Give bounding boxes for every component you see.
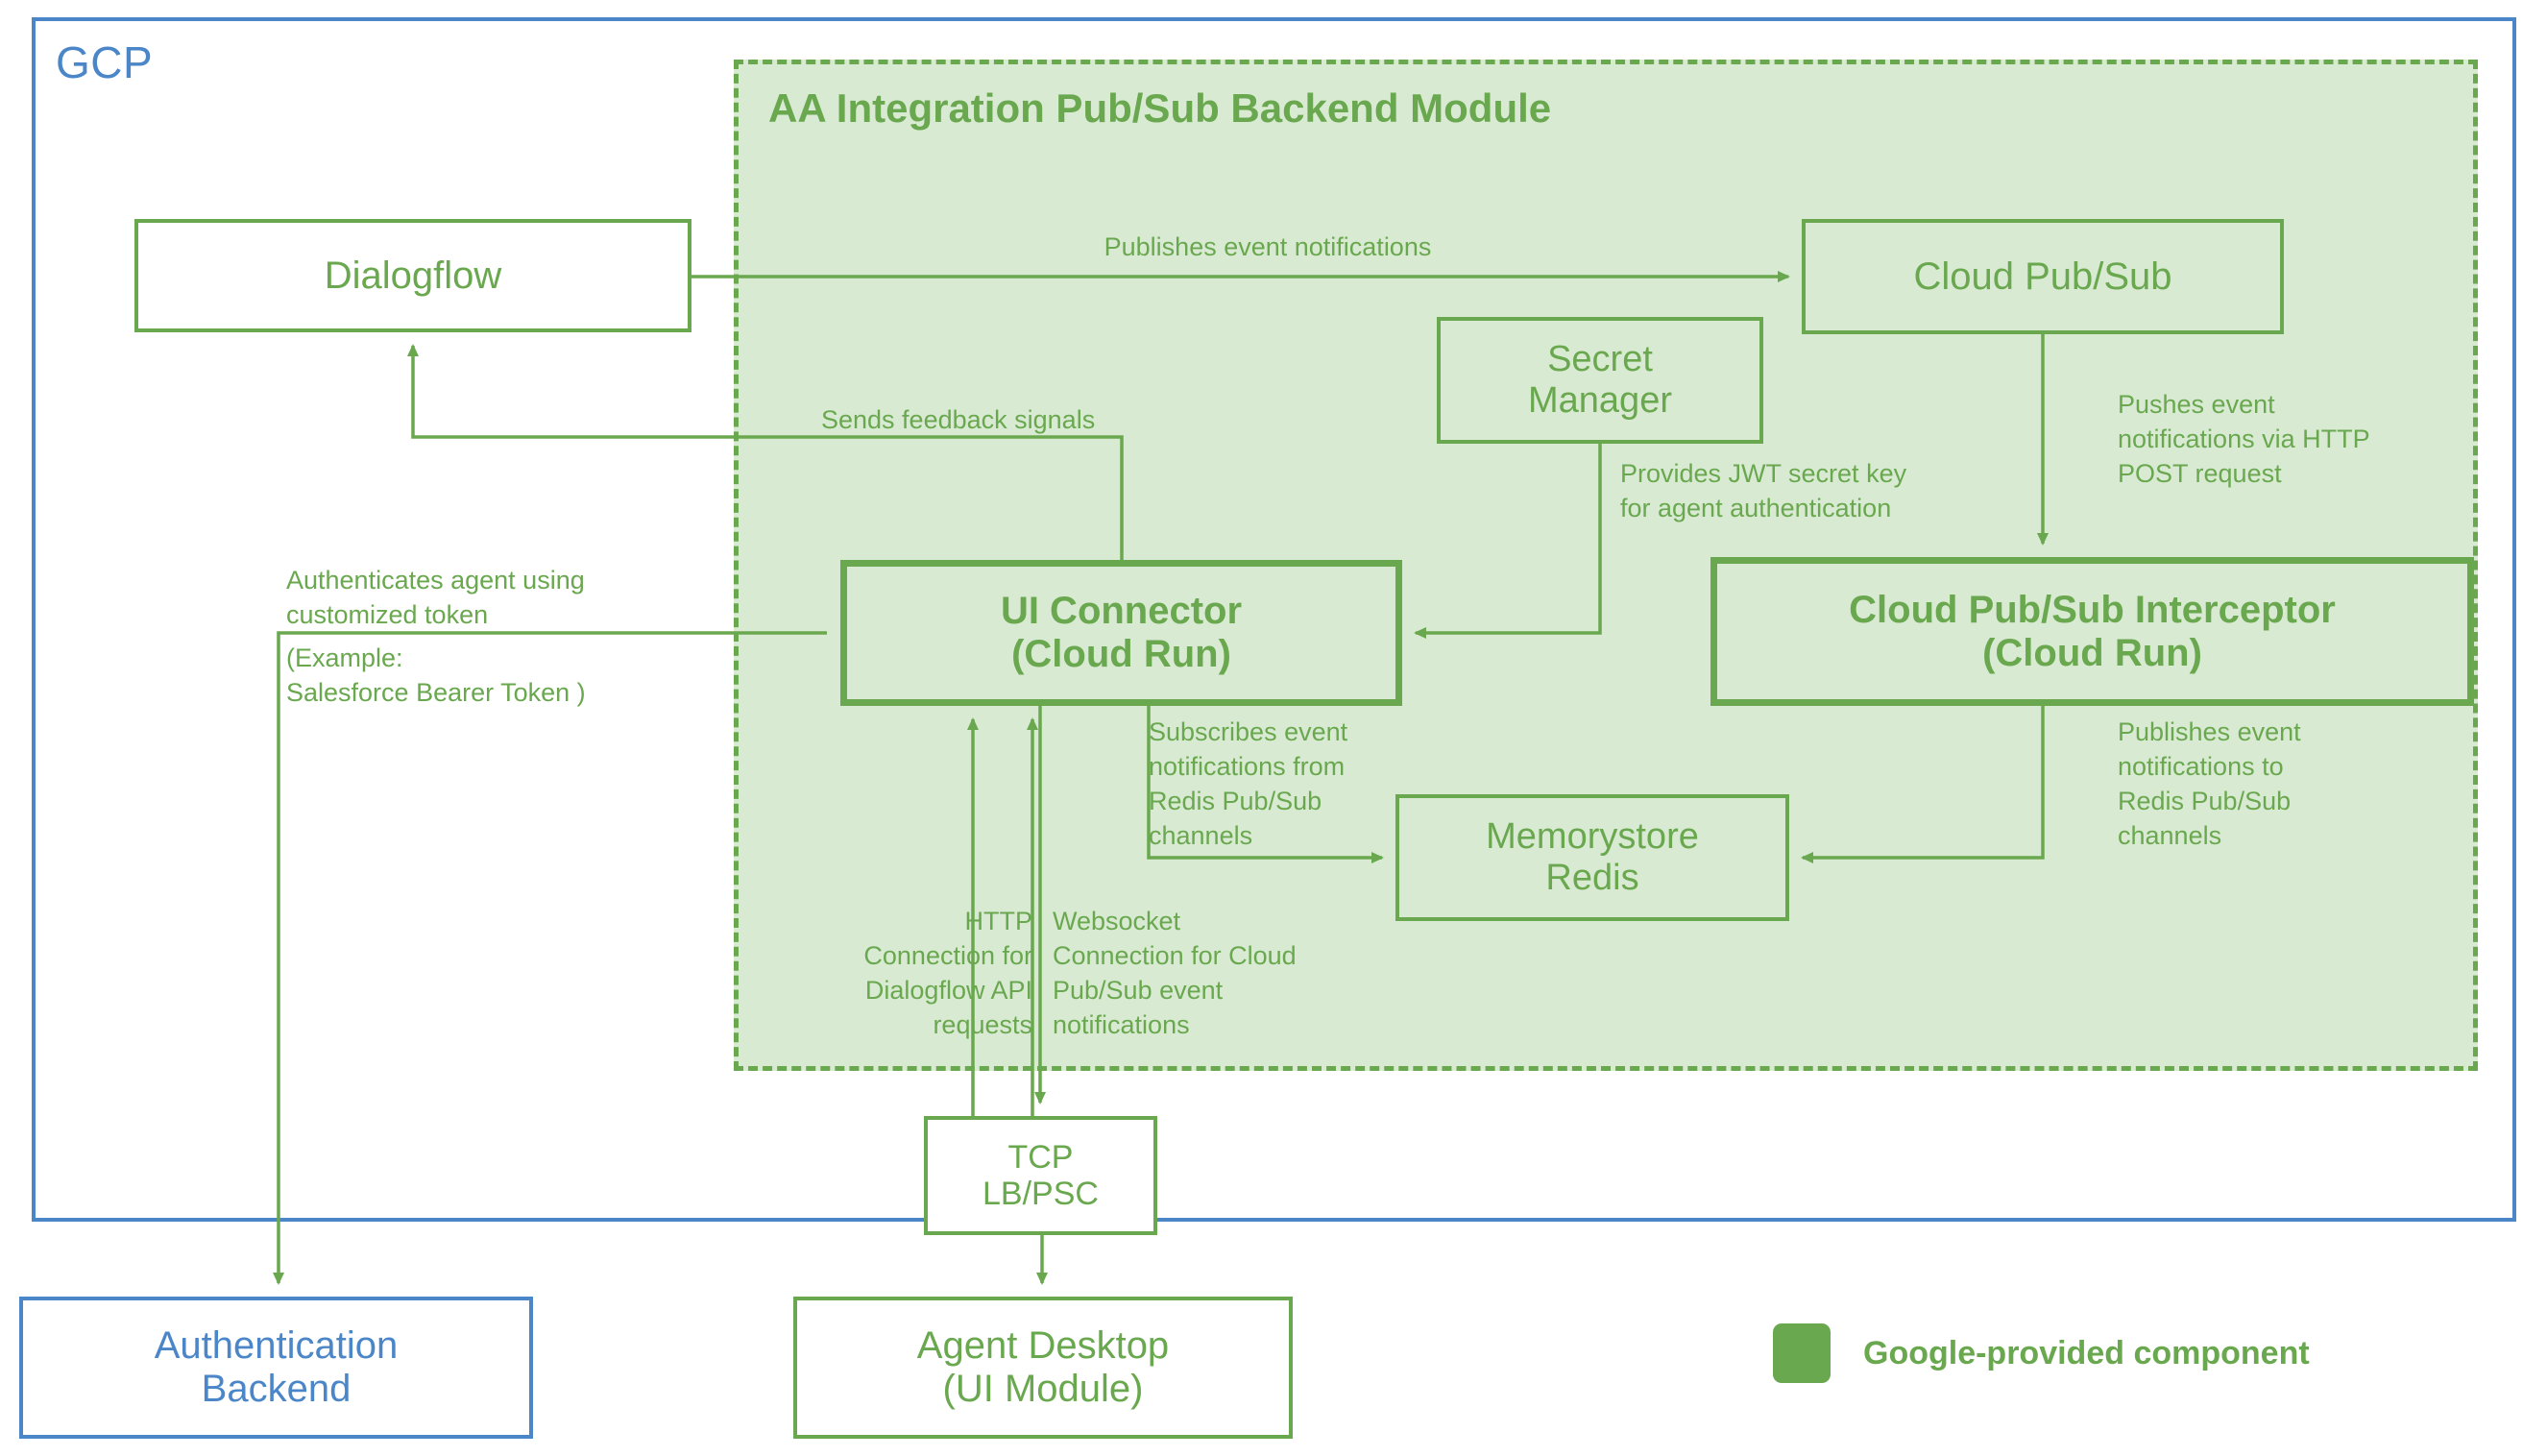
edge-label-authenticates-example: (Example: Salesforce Bearer Token ) (286, 643, 586, 707)
legend-label: Google-provided component (1863, 1335, 2310, 1371)
node-tcp-lb-psc-label: TCP LB/PSC (982, 1138, 1099, 1212)
node-authentication-backend-label: Authentication Backend (154, 1324, 399, 1410)
legend-swatch-icon (1773, 1323, 1831, 1383)
edge-label-publishes-redis: Publishes event notifications to Redis P… (2118, 717, 2301, 850)
edge-label-http-connection: HTTP Connection for Dialogflow API reque… (863, 907, 1032, 1039)
node-cloud-pubsub-interceptor[interactable]: Cloud Pub/Sub Interceptor (Cloud Run) (1710, 557, 2474, 706)
node-cloud-pubsub[interactable]: Cloud Pub/Sub (1802, 219, 2284, 334)
node-authentication-backend[interactable]: Authentication Backend (19, 1297, 533, 1439)
edge-label-authenticates-agent: Authenticates agent using customized tok… (286, 566, 585, 629)
edge-label-sends-feedback-signals: Sends feedback signals (821, 405, 1096, 434)
gcp-boundary (32, 17, 2516, 1222)
edge-label-publishes-event-notifications: Publishes event notifications (1104, 232, 1432, 261)
gcp-boundary-label: GCP (56, 37, 154, 87)
node-memorystore-redis[interactable]: Memorystore Redis (1395, 794, 1789, 921)
edge-label-pushes-event-http-post: Pushes event notifications via HTTP POST… (2118, 390, 2370, 488)
node-ui-connector-label: UI Connector (Cloud Run) (1000, 590, 1243, 675)
node-secret-manager-label: Secret Manager (1528, 339, 1672, 421)
node-dialogflow-label: Dialogflow (324, 254, 502, 297)
node-agent-desktop[interactable]: Agent Desktop (UI Module) (793, 1297, 1293, 1439)
edge-label-subscribes-redis: Subscribes event notifications from Redi… (1149, 717, 1348, 850)
node-cloud-pubsub-label: Cloud Pub/Sub (1913, 255, 2172, 298)
node-tcp-lb-psc[interactable]: TCP LB/PSC (924, 1116, 1157, 1235)
node-ui-connector[interactable]: UI Connector (Cloud Run) (840, 560, 1402, 706)
node-dialogflow[interactable]: Dialogflow (134, 219, 691, 332)
pubsub-backend-module-title: AA Integration Pub/Sub Backend Module (768, 85, 1552, 131)
node-cloud-pubsub-interceptor-label: Cloud Pub/Sub Interceptor (Cloud Run) (1849, 588, 2336, 674)
edge-label-provides-jwt-secret: Provides JWT secret key for agent authen… (1620, 459, 1907, 522)
node-secret-manager[interactable]: Secret Manager (1437, 317, 1763, 444)
edge-label-websocket-connection: Websocket Connection for Cloud Pub/Sub e… (1053, 907, 1297, 1039)
node-agent-desktop-label: Agent Desktop (UI Module) (916, 1324, 1170, 1410)
node-memorystore-redis-label: Memorystore Redis (1486, 816, 1699, 898)
